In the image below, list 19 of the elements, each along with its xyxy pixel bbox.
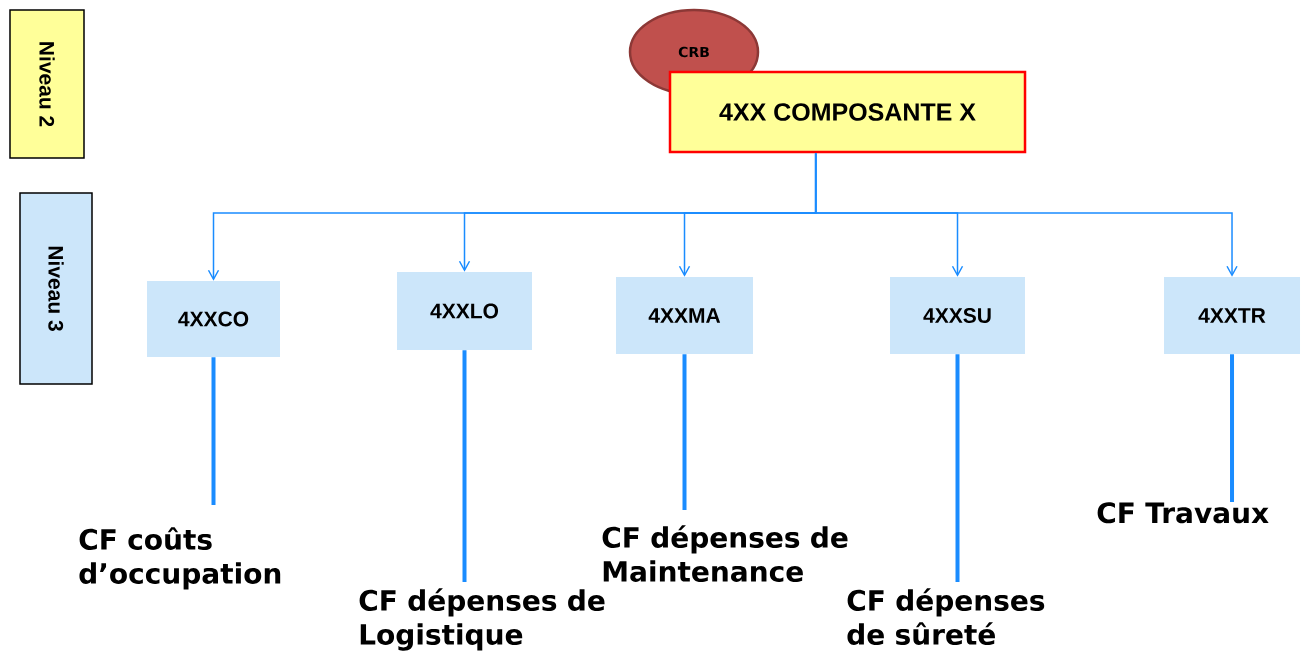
level-label-box: Niveau 3 xyxy=(19,192,93,385)
sub-component-box: 4XXMA xyxy=(616,277,753,354)
cost-center-label: CF Travaux xyxy=(1097,502,1269,524)
sub-component-box: 4XXTR xyxy=(1164,277,1300,354)
component-box: 4XX COMPOSANTE X xyxy=(668,70,1027,154)
arrow xyxy=(814,152,1238,277)
cost-center-label: CF dépenses de sûreté xyxy=(847,588,1045,645)
cost-center-label: CF coûts d’occupation xyxy=(79,527,281,590)
connector-line xyxy=(1230,354,1234,502)
connector-line xyxy=(462,350,467,582)
level-label-box: Niveau 2 xyxy=(9,9,85,159)
connector-line xyxy=(955,354,960,582)
cost-center-label: CF dépenses de Maintenance xyxy=(602,525,848,582)
cost-center-label: CF dépenses de Logistique xyxy=(359,588,605,651)
sub-component-box: 4XXLO xyxy=(397,272,532,350)
sub-component-box: 4XXCO xyxy=(147,281,280,357)
connector-line xyxy=(211,357,216,505)
sub-component-box: 4XXSU xyxy=(890,277,1025,354)
connector-line xyxy=(682,354,687,510)
